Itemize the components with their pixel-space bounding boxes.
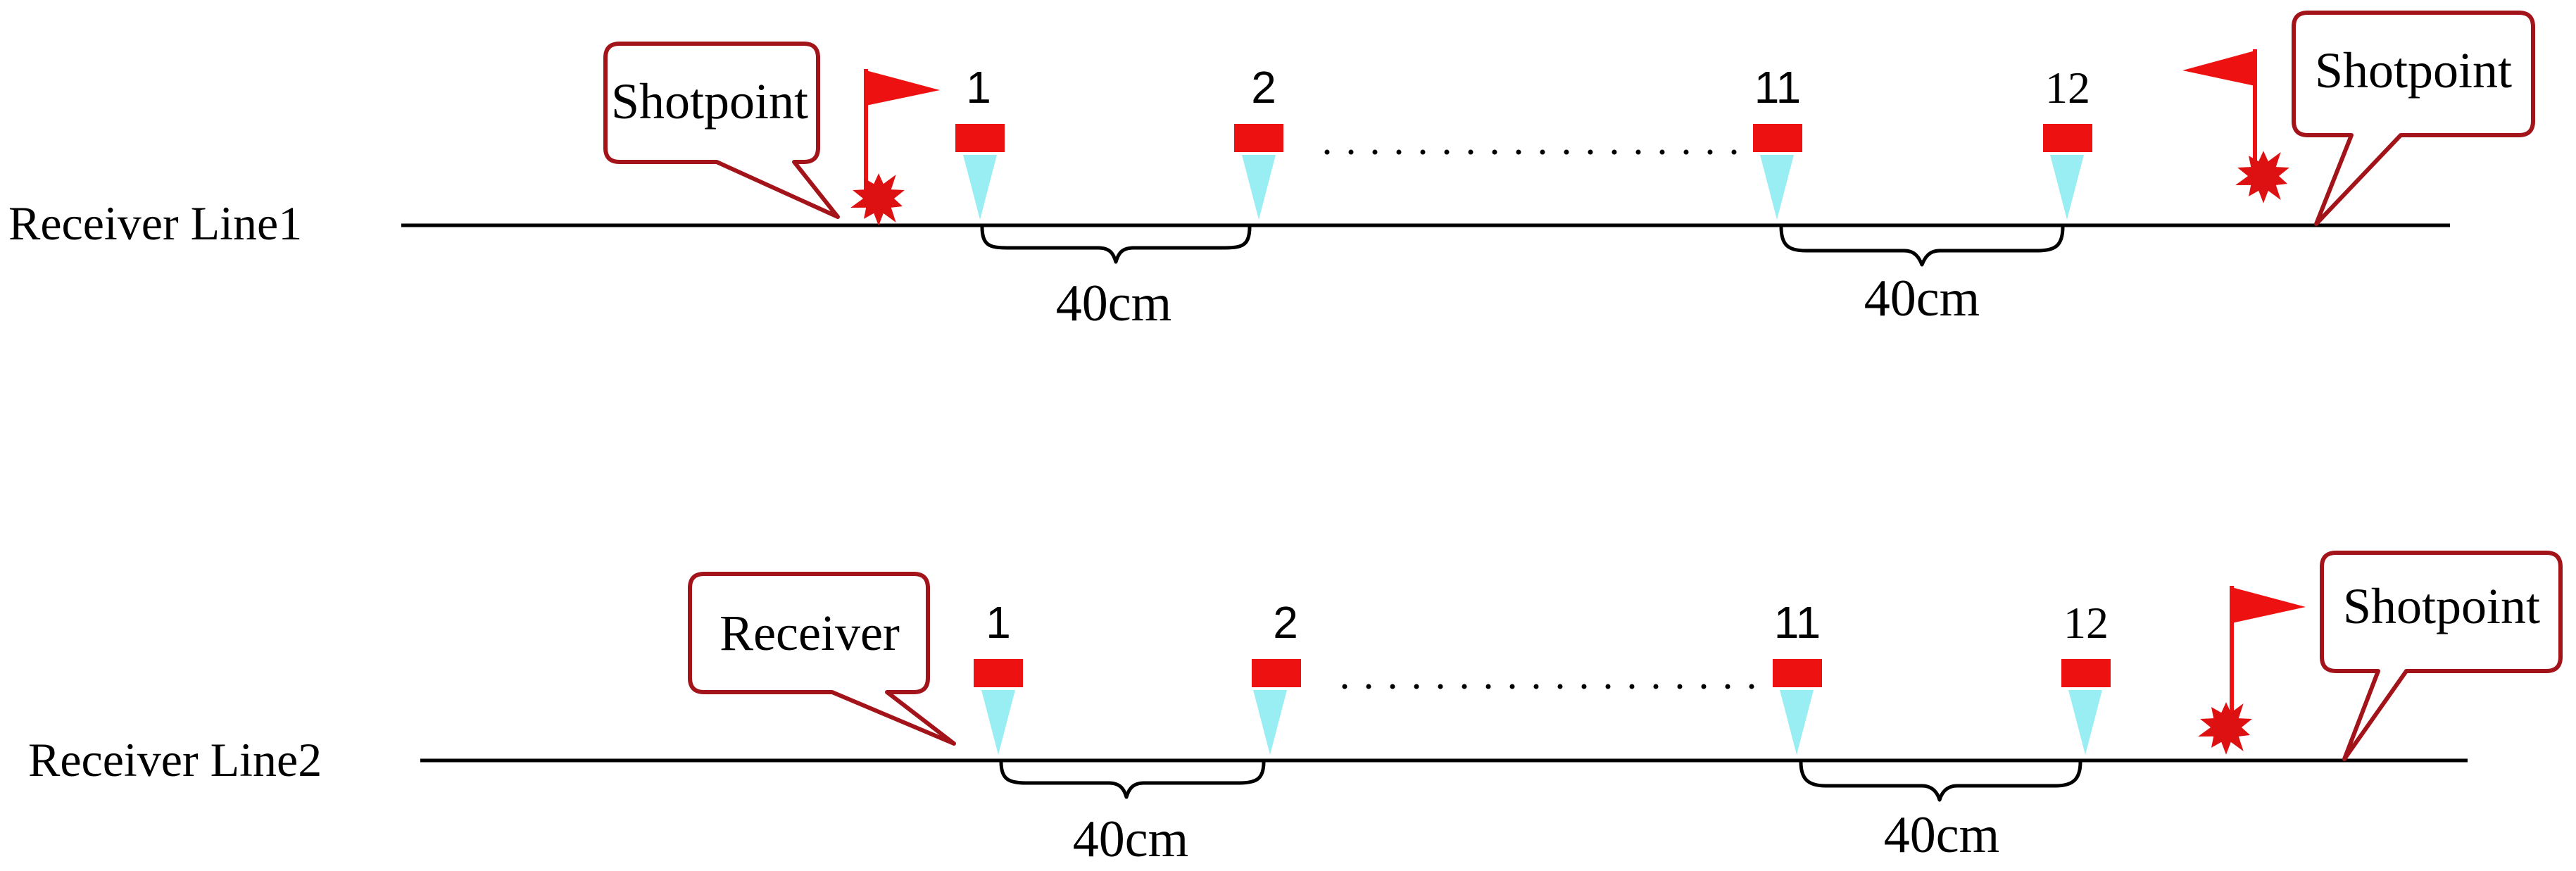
- receiver-spike-icon: [2068, 690, 2102, 755]
- line-1-shotpoint-callout-left: Shotpoint: [603, 42, 840, 219]
- line-2-shotpoint-callout-right: Shotpoint: [2320, 551, 2563, 761]
- receiver-number: 12: [2063, 598, 2109, 648]
- receiver-top-icon: [1753, 124, 1802, 152]
- spacing-brace: [1779, 225, 2065, 267]
- receiver-line-2: Receiver Line2 1 2 11 12 40cm 40cm: [28, 551, 2563, 868]
- line-1-receiver-2: 2: [1234, 62, 1283, 220]
- line-1-label: Receiver Line1: [8, 196, 302, 250]
- line-2-receiver-11: 11: [1773, 597, 1822, 755]
- receiver-spike-icon: [963, 155, 997, 220]
- receiver-top-icon: [1773, 659, 1822, 687]
- receiver-top-icon: [955, 124, 1005, 152]
- receiver-number: 11: [1774, 597, 1821, 648]
- line-2-receiver-2: 2: [1252, 597, 1301, 755]
- flag-icon: [866, 70, 940, 106]
- callout-text: Receiver: [720, 605, 900, 661]
- line-2-label: Receiver Line2: [28, 733, 322, 787]
- receiver-number: 1: [966, 62, 991, 113]
- burst-icon: [2198, 702, 2252, 755]
- line-2-receiver-callout: Receiver: [688, 572, 956, 746]
- receiver-spike-icon: [981, 690, 1015, 755]
- receiver-spike-icon: [2050, 155, 2084, 220]
- callout-text: Shotpoint: [2343, 578, 2540, 634]
- callout-box: [2292, 11, 2535, 226]
- receiver-spike-icon: [1253, 690, 1287, 755]
- line-1-receiver-11: 11: [1753, 62, 1802, 220]
- spacing-brace: [980, 225, 1252, 264]
- spacing-label: 40cm: [1056, 275, 1171, 332]
- flag-icon: [2232, 587, 2306, 623]
- receiver-top-icon: [2061, 659, 2111, 687]
- line-1-receiver-12: 12: [2043, 63, 2092, 220]
- line-1-flag-right: [2182, 49, 2257, 180]
- receiver-number: 2: [1251, 62, 1276, 113]
- receiver-top-icon: [1252, 659, 1301, 687]
- receiver-line-1: Receiver Line1 1 2 11 12 40cm 40cm: [8, 11, 2535, 332]
- receiver-top-icon: [974, 659, 1023, 687]
- spacing-label: 40cm: [1073, 810, 1188, 868]
- spacing-brace: [999, 760, 1266, 799]
- callout-box: [688, 572, 956, 746]
- receiver-top-icon: [1234, 124, 1283, 152]
- spacing-brace: [1799, 760, 2082, 802]
- line-1-receiver-1: 1: [955, 62, 1005, 220]
- line-2-flag-right: [2230, 586, 2306, 732]
- callout-box: [2320, 551, 2563, 761]
- spacing-label: 40cm: [1884, 806, 1999, 864]
- callout-text: Shotpoint: [611, 73, 808, 130]
- spacing-label: 40cm: [1864, 270, 1980, 327]
- burst-icon: [850, 173, 905, 226]
- flag-icon: [2182, 51, 2255, 86]
- receiver-number: 1: [986, 597, 1011, 648]
- receiver-spike-icon: [1780, 690, 1814, 755]
- callout-box: [603, 42, 840, 219]
- line-2-receiver-12: 12: [2061, 598, 2111, 755]
- receiver-number: 2: [1273, 597, 1298, 648]
- line-1-shotpoint-callout-right: Shotpoint: [2292, 11, 2535, 226]
- receiver-spike-icon: [1760, 155, 1794, 220]
- callout-text: Shotpoint: [2315, 42, 2512, 99]
- receiver-spike-icon: [1242, 155, 1276, 220]
- receiver-number: 12: [2045, 63, 2090, 113]
- receiver-number: 11: [1754, 62, 1801, 113]
- burst-icon: [2235, 151, 2289, 203]
- line-2-receiver-1: 1: [974, 597, 1023, 755]
- receiver-top-icon: [2043, 124, 2092, 152]
